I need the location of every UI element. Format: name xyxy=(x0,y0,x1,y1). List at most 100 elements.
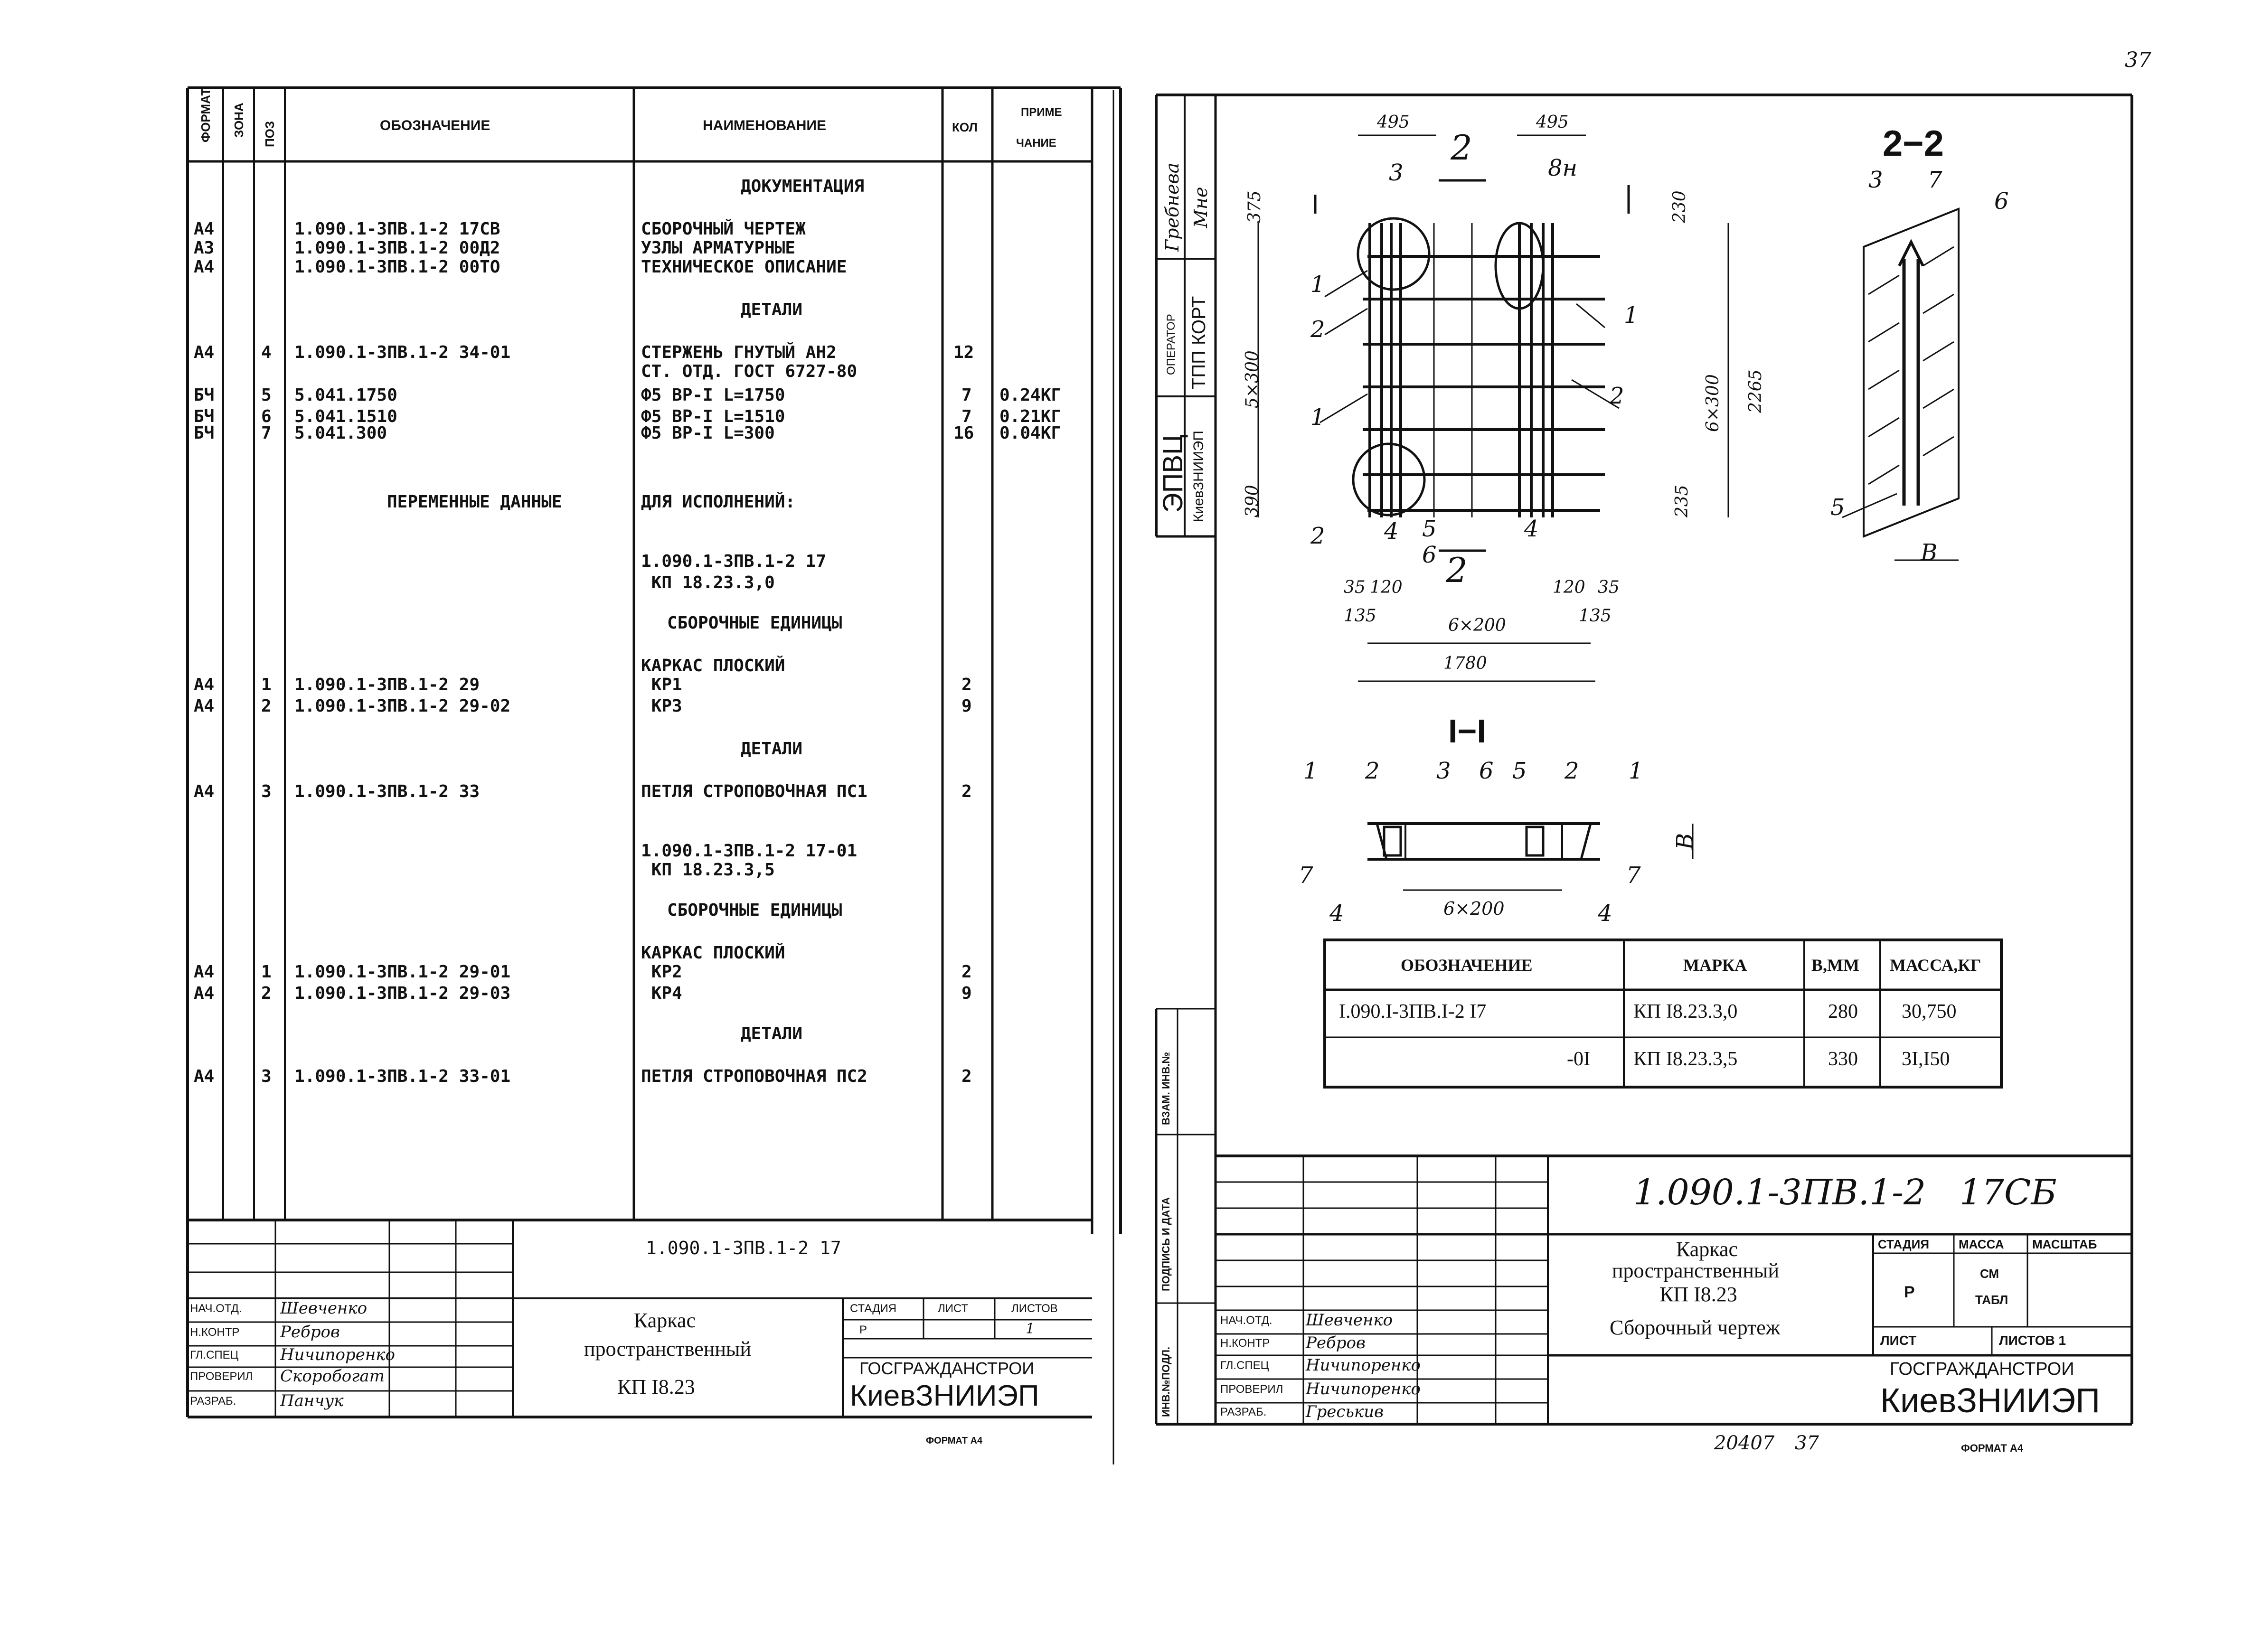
left-stamp-org-1: ГОСГРАЖДАНСТРОИ xyxy=(859,1359,1035,1378)
row-designation: 5.041.1750 xyxy=(294,385,397,405)
side-strip-label-2: ПОДПИСЬ И ДАТА xyxy=(1160,1197,1172,1291)
row-name: КАРКАС ПЛОСКИЙ xyxy=(641,943,785,963)
left-stamp-title-2: пространственный xyxy=(584,1337,752,1361)
stamp-role: РАЗРАБ. xyxy=(190,1395,236,1408)
right-stamp-mass-1: СМ xyxy=(1980,1267,1999,1281)
left-stamp-title-1: Каркас xyxy=(634,1309,696,1332)
section-1-1 xyxy=(1367,822,1694,891)
right-stamp-scale-header: МАСШТАБ xyxy=(2032,1237,2097,1251)
dimension-label: 6×300 xyxy=(1703,374,1723,432)
section-label: 5 xyxy=(1512,758,1527,784)
col-header-format: ФОРМАТ xyxy=(198,88,213,142)
stamp-name: Скоробогат xyxy=(280,1367,385,1386)
section-label: 1 xyxy=(1303,758,1318,784)
dimension-label: 2265 xyxy=(1746,369,1765,413)
row-pos: 4 xyxy=(261,343,272,362)
stamp-role: Н.КОНТР xyxy=(1220,1337,1270,1350)
section-label: 2 xyxy=(1365,758,1380,784)
row-name: КП 18.23.3,5 xyxy=(641,860,775,880)
row-name: СБОРОЧНЫЕ ЕДИНИЦЫ xyxy=(667,901,842,920)
row-designation: ПЕРЕМЕННЫЕ ДАННЫЕ xyxy=(387,492,562,512)
row-qty: 7 xyxy=(961,407,972,426)
dimension-label: 1780 xyxy=(1443,654,1487,673)
right-stamp-mass-2: ТАБЛ xyxy=(1975,1293,2008,1307)
left-stamp-org-2: КиевЗНИИЭП xyxy=(850,1380,1039,1412)
right-stamp-mass-header: МАССА xyxy=(1959,1237,2004,1251)
position-label: 2 xyxy=(1446,550,1468,590)
row-note: 0.24КГ xyxy=(999,385,1062,405)
table-header: МАРКА xyxy=(1683,956,1747,975)
row-pos: 1 xyxy=(261,675,272,695)
row-format: БЧ xyxy=(194,385,215,405)
stamp-role: ПРОВЕРИЛ xyxy=(1220,1383,1283,1396)
col-header-name: НАИМЕНОВАНИЕ xyxy=(703,118,826,133)
table-cell: КП I8.23.3,5 xyxy=(1633,1048,1738,1070)
table-cell: -0I xyxy=(1567,1048,1590,1070)
row-name: ПЕТЛЯ СТРОПОВОЧНАЯ ПС1 xyxy=(641,782,867,801)
stamp-name: Ребров xyxy=(1306,1333,1366,1352)
dimension-label: 35 xyxy=(1344,578,1366,597)
table-cell: 3I,I50 xyxy=(1902,1048,1950,1070)
row-name: КП 18.23.3,0 xyxy=(641,573,775,592)
row-pos: 2 xyxy=(261,984,272,1003)
right-stamp-title-2: пространственный xyxy=(1612,1259,1780,1282)
section-label: 7 xyxy=(1626,862,1641,889)
row-designation: 1.090.1-3ПВ.1-2 17СВ xyxy=(294,219,500,239)
stamp-role: ГЛ.СПЕЦ xyxy=(1220,1359,1269,1372)
row-format: А4 xyxy=(194,984,215,1003)
row-qty: 2 xyxy=(961,675,972,695)
position-label: 2 xyxy=(1610,383,1624,409)
row-pos: 2 xyxy=(261,696,272,716)
row-name: ДОКУМЕНТАЦИЯ xyxy=(741,177,865,196)
col-header-qty: КОЛ xyxy=(952,120,978,134)
right-stamp-title-3: КП I8.23 xyxy=(1659,1283,1737,1306)
position-label: 2 xyxy=(1451,128,1472,168)
stamp-name: Ничипоренко xyxy=(1306,1380,1421,1399)
page-number: 37 xyxy=(2125,48,2151,72)
row-qty: 2 xyxy=(961,962,972,982)
dimension-label: 135 xyxy=(1579,606,1612,626)
row-format: А4 xyxy=(194,343,215,362)
left-stamp-sheets-header: ЛИСТОВ xyxy=(1011,1302,1058,1315)
row-designation: 1.090.1-3ПВ.1-2 29-02 xyxy=(294,696,511,716)
row-name: СБОРОЧНЫЙ ЧЕРТЕЖ xyxy=(641,219,806,239)
position-label: 2 xyxy=(1310,316,1325,343)
row-format: А4 xyxy=(194,219,215,239)
position-label: 3 xyxy=(1389,160,1404,186)
row-name: КАРКАС ПЛОСКИЙ xyxy=(641,656,785,676)
side-label-tpp: ТПП КОРТ xyxy=(1188,296,1209,389)
row-format: А4 xyxy=(194,696,215,716)
position-label: 8н xyxy=(1548,155,1578,181)
right-stamp-title-1: Каркас xyxy=(1676,1238,1738,1261)
row-pos: 1 xyxy=(261,962,272,982)
right-stamp-org-1: ГОСГРАЖДАНСТРОИ xyxy=(1890,1359,2074,1379)
section-label: B xyxy=(1672,833,1698,850)
position-label: 1 xyxy=(1310,271,1325,298)
col-header-pos: ПОЗ xyxy=(263,121,277,147)
position-label: 5 xyxy=(1422,516,1437,542)
row-pos: 7 xyxy=(261,423,272,443)
col-header-note-1: ПРИМЕ xyxy=(1021,106,1062,119)
row-name: Ф5 ВР-I L=1750 xyxy=(641,385,785,405)
stamp-name: Ребров xyxy=(280,1323,340,1342)
row-name: СТЕРЖЕНЬ ГНУТЫЙ АН2 xyxy=(641,343,837,362)
left-format-label: ФОРМАТ А4 xyxy=(926,1436,983,1446)
row-qty: 9 xyxy=(961,984,972,1003)
table-header: В,ММ xyxy=(1811,956,1859,975)
section-label: B xyxy=(1921,539,1938,566)
table-header: ОБОЗНАЧЕНИЕ xyxy=(1401,956,1533,975)
left-stamp-code: 1.090.1-3ПВ.1-2 17 xyxy=(646,1238,841,1258)
side-label-signature: Мне xyxy=(1190,187,1211,228)
side-strip-label-3: ИНВ.№ПОДЛ. xyxy=(1160,1346,1172,1417)
section-label: 7 xyxy=(1928,167,1942,193)
table-header: МАССА,КГ xyxy=(1890,956,1981,975)
row-format: БЧ xyxy=(194,407,215,426)
table-cell: 280 xyxy=(1828,1001,1858,1023)
right-stamp-title-4: Сборочный чертеж xyxy=(1610,1316,1781,1339)
row-name: ПЕТЛЯ СТРОПОВОЧНАЯ ПС2 xyxy=(641,1067,867,1086)
row-name: ДЕТАЛИ xyxy=(741,1024,803,1043)
stamp-role: Н.КОНТР xyxy=(190,1326,240,1339)
archive-number: 20407 xyxy=(1714,1432,1775,1454)
row-designation: 5.041.300 xyxy=(294,423,387,443)
